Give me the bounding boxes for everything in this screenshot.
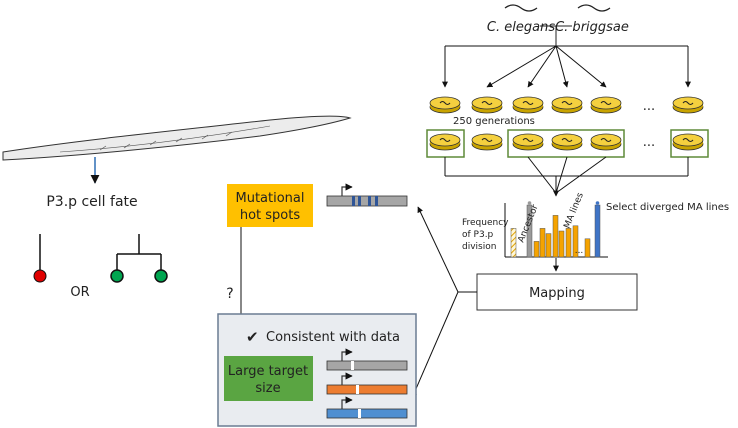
y-label-line1: Frequency	[462, 218, 509, 228]
mapping-box	[476, 273, 638, 311]
gene-orange	[326, 372, 408, 395]
dish-r1-1	[429, 96, 461, 114]
dish-r1-4	[551, 96, 583, 114]
dish-r2-5	[590, 133, 622, 151]
hotspot-label-line1: Mutational	[236, 191, 305, 206]
mapping-outcome-arrows	[411, 206, 477, 399]
bar-marker-11	[595, 201, 600, 205]
red-fate-cell	[33, 269, 47, 283]
consistent-label: Consistent with data	[266, 330, 400, 345]
bar-4	[539, 228, 546, 258]
fate-undivided	[33, 234, 47, 283]
hotspot-label-line2: hot spots	[240, 208, 300, 223]
large-target-line1: Large target	[228, 364, 308, 379]
bar-10	[584, 238, 591, 258]
promoter-arrow	[341, 183, 353, 196]
species-briggsae: C. briggsae	[555, 20, 629, 35]
y-label-line2: of P3.p	[462, 230, 494, 240]
bar-6	[552, 215, 559, 258]
y-label-line3: division	[462, 242, 496, 252]
dish-r1-6	[672, 96, 704, 114]
bar-8	[565, 228, 572, 258]
selected-box-3	[670, 129, 709, 158]
bar-5	[545, 233, 552, 258]
mapping-label: Mapping	[529, 286, 585, 301]
dish-r2-3	[512, 133, 544, 151]
green-fate-cell-1	[110, 269, 124, 283]
gene-gray	[326, 348, 408, 371]
ellipsis-row2: ...	[643, 135, 655, 150]
ellipsis-row1: ...	[643, 99, 655, 114]
dish-r2-6	[672, 133, 704, 151]
dish-r2-4	[551, 133, 583, 151]
bar-1	[510, 228, 517, 258]
gene-blue	[326, 396, 408, 419]
bar-chart: Frequency of P3.p division Ancestor MA l…	[462, 191, 608, 258]
bar-11	[594, 204, 601, 258]
bar-ellipsis: ...	[575, 246, 584, 256]
select-label: Select diverged MA lines	[606, 202, 729, 213]
green-fate-cell-2	[154, 269, 168, 283]
dish-row-2	[429, 133, 704, 151]
dish-r1-3	[512, 96, 544, 114]
branch-arrows	[442, 45, 691, 88]
dish-row-1	[429, 96, 704, 114]
hotspot-box	[227, 184, 313, 227]
large-target-line2: size	[255, 381, 280, 396]
question-mark: ?	[226, 286, 233, 302]
dish-r1-5	[590, 96, 622, 114]
checkmark-icon: ✔	[246, 328, 259, 346]
bar-2	[526, 204, 533, 258]
dish-r1-2	[471, 96, 503, 114]
dish-r2-2	[471, 133, 503, 151]
converge-arrows	[444, 156, 689, 197]
generations-label: 250 generations	[453, 116, 535, 127]
worm	[2, 115, 352, 161]
bar-marker-2	[527, 201, 532, 205]
worm-label: P3.p cell fate	[46, 194, 137, 210]
bar-label-ma-lines: MA lines	[563, 191, 587, 230]
bar-3	[533, 241, 540, 258]
bars	[510, 201, 601, 258]
species-elegans: C. elegans	[487, 20, 555, 35]
dish-r2-1	[429, 133, 461, 151]
or-label: OR	[70, 285, 89, 300]
species-header: C. elegans C. briggsae	[487, 4, 629, 46]
hotspot-gene	[326, 183, 408, 207]
bar-7	[558, 230, 565, 258]
selected-box-2	[507, 129, 625, 158]
squiggle-briggsae	[577, 4, 611, 12]
bar-9	[572, 225, 579, 258]
squiggle-elegans	[504, 4, 538, 12]
large-target-box	[224, 356, 313, 401]
fate-divided	[110, 234, 168, 283]
